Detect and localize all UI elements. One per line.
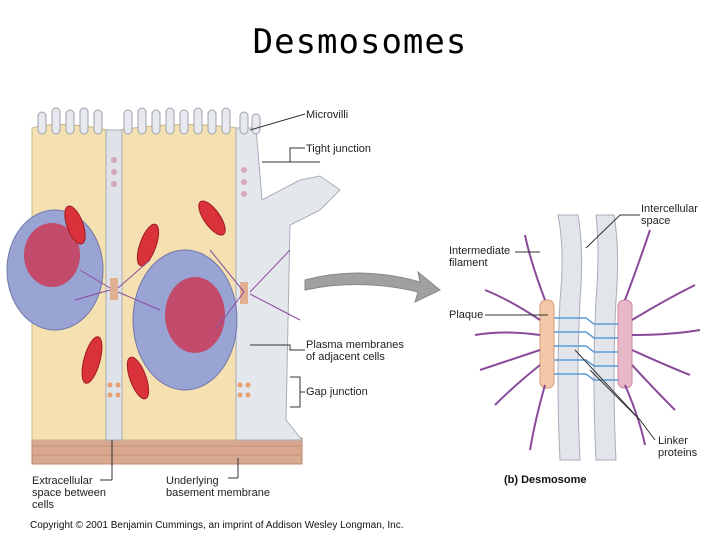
epithelial-cells-illustration <box>6 107 341 465</box>
label-plaque: Plaque <box>449 309 484 321</box>
label-gap-junction: Gap junction <box>306 386 368 398</box>
copyright-notice: Copyright © 2001 Benjamin Cummings, an i… <box>30 520 404 531</box>
leader-lines-left <box>100 113 320 481</box>
desmosome-detail-illustration <box>474 214 701 461</box>
page-title: Desmosomes <box>252 22 468 62</box>
zoom-arrow <box>304 270 441 303</box>
leader-lines-right <box>485 214 656 441</box>
label-microvilli: Microvilli <box>306 109 349 121</box>
label-tight-junction: Tight junction <box>306 143 372 155</box>
figure-caption: (b) Desmosome <box>504 474 587 486</box>
